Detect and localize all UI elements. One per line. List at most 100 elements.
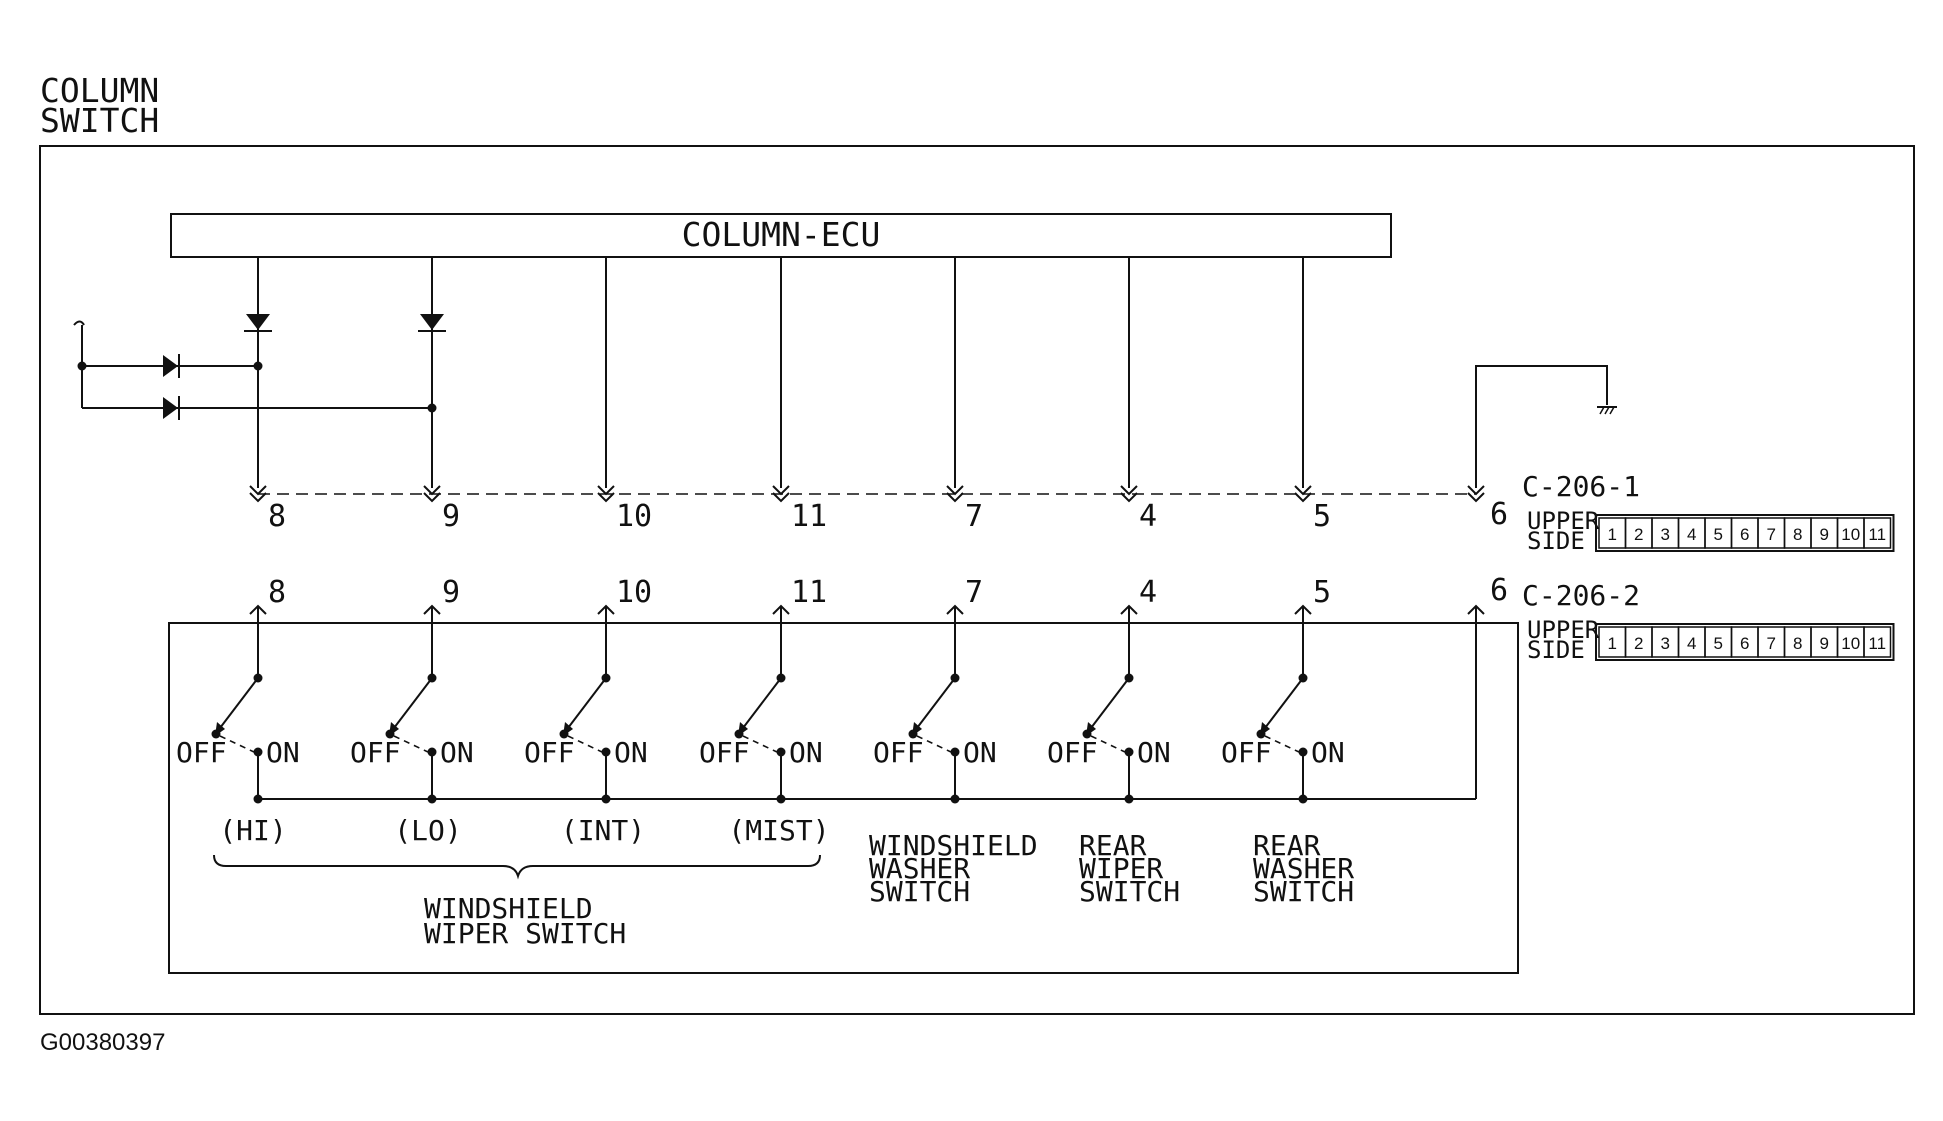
switch-on-label: ON [789, 736, 823, 769]
outer-frame [39, 145, 1915, 1015]
terminal-mark [597, 492, 615, 503]
connector-1-side: SIDE [1527, 527, 1585, 555]
terminal-mark [1294, 485, 1312, 496]
wiper-group-label: WINDSHIELD [424, 892, 593, 925]
pin-label: 5 [1313, 499, 1331, 534]
feed-circuit [73, 320, 437, 420]
switch-contact: OFF ON [699, 673, 823, 804]
connector-1-name: C-206-1 [1522, 470, 1640, 503]
terminal-mark [1294, 492, 1312, 503]
connector-pin-number: 1 [1608, 634, 1617, 653]
pin-labels-c206-2: 8 9 10 11 7 4 5 6 [268, 573, 1508, 610]
connector-pin-number: 2 [1634, 525, 1643, 544]
connector-pin-number: 4 [1687, 525, 1696, 544]
switch-off-label: OFF [873, 736, 924, 769]
pin-label: 9 [442, 499, 460, 534]
terminal-mark [249, 492, 267, 503]
terminal-mark [946, 485, 964, 496]
connector-pin-number: 8 [1793, 634, 1802, 653]
pin-label: 4 [1139, 499, 1157, 534]
terminal-mark [1467, 485, 1485, 496]
terminal-mark [597, 485, 615, 496]
mode-label: (MIST) [728, 814, 829, 847]
ecu-label: COLUMN-ECU [682, 215, 881, 254]
switch-housing [168, 622, 1519, 974]
connector-2-side: UPPER [1527, 616, 1600, 644]
pin-label: 8 [268, 575, 286, 610]
switch-name: WIPER [1079, 852, 1163, 885]
switch-names: WINDSHIELD WASHER SWITCH REAR WIPER SWIT… [869, 829, 1354, 908]
mode-label: (INT) [561, 814, 645, 847]
switch-on-label: ON [614, 736, 648, 769]
switch-on-label: ON [1311, 736, 1345, 769]
switch-off-label: OFF [350, 736, 401, 769]
switch-name: WASHER [1253, 852, 1354, 885]
pin-label: 7 [965, 499, 983, 534]
connector-2-side: SIDE [1527, 636, 1585, 664]
pin-labels-c206-1: 8 9 10 11 7 4 5 6 [268, 497, 1508, 534]
switch-off-label: OFF [524, 736, 575, 769]
terminal-mark [249, 485, 267, 496]
switch-name: REAR [1253, 829, 1321, 862]
switch-off-label: OFF [1221, 736, 1272, 769]
title-line-2: SWITCH [40, 101, 159, 140]
switch-contact: OFF ON [350, 673, 474, 804]
wiper-group-label: WIPER SWITCH [424, 917, 626, 950]
switch-off-label: OFF [699, 736, 750, 769]
connector-pin-number: 9 [1820, 634, 1829, 653]
switch-on-label: ON [266, 736, 300, 769]
pin-label: 5 [1313, 575, 1331, 610]
pin-label: 10 [616, 575, 652, 610]
switch-contact: OFF ON [524, 673, 648, 804]
wiper-group-brace [213, 854, 821, 880]
switch-on-label: ON [963, 736, 997, 769]
connector-pin-number: 2 [1634, 634, 1643, 653]
diode-icon [244, 314, 446, 332]
terminal-mark [1467, 492, 1485, 503]
connector-pin-number: 10 [1841, 634, 1860, 653]
terminal-mark [1120, 485, 1138, 496]
switch-name: REAR [1079, 829, 1147, 862]
connector-1-side: UPPER [1527, 507, 1600, 535]
figure-code: G00380397 [40, 1029, 165, 1056]
connector-pin-number: 7 [1767, 634, 1776, 653]
pin-label: 10 [616, 499, 652, 534]
switch-name: SWITCH [1079, 875, 1180, 908]
connector-pin-number: 3 [1661, 634, 1670, 653]
connector-pin-number: 5 [1714, 634, 1723, 653]
connector-pin-number: 4 [1687, 634, 1696, 653]
switch-name: SWITCH [869, 875, 970, 908]
connector-pin-number: 11 [1868, 525, 1886, 544]
connector-pin-number: 11 [1868, 634, 1886, 653]
terminal-mark [772, 492, 790, 503]
terminal-mark [423, 492, 441, 503]
pin-label: 4 [1139, 575, 1157, 610]
switch-name: WASHER [869, 852, 970, 885]
switch-on-label: ON [440, 736, 474, 769]
terminal-mark [946, 492, 964, 503]
connector-pin-number: 6 [1740, 634, 1749, 653]
connector-terminals [249, 485, 1485, 633]
terminal-mark [1120, 492, 1138, 503]
pin-label: 11 [791, 575, 827, 610]
mode-label: (HI) [219, 814, 286, 847]
pin-label: 7 [965, 575, 983, 610]
terminal-mark [423, 485, 441, 496]
connector-pin-number: 8 [1793, 525, 1802, 544]
connector-pin-number: 5 [1714, 525, 1723, 544]
switch-contact: OFF ON [873, 673, 997, 804]
wires [257, 257, 1608, 800]
pin-label: 11 [791, 499, 827, 534]
ground-icon [1597, 406, 1617, 415]
switch-name: WINDSHIELD [869, 829, 1038, 862]
pin-label: 8 [268, 499, 286, 534]
mode-labels: (HI) (LO) (INT) (MIST) [219, 814, 829, 847]
switch-name: SWITCH [1253, 875, 1354, 908]
pin-label: 6 [1490, 497, 1508, 532]
connector-pin-number: 9 [1820, 525, 1829, 544]
terminal-mark [772, 485, 790, 496]
